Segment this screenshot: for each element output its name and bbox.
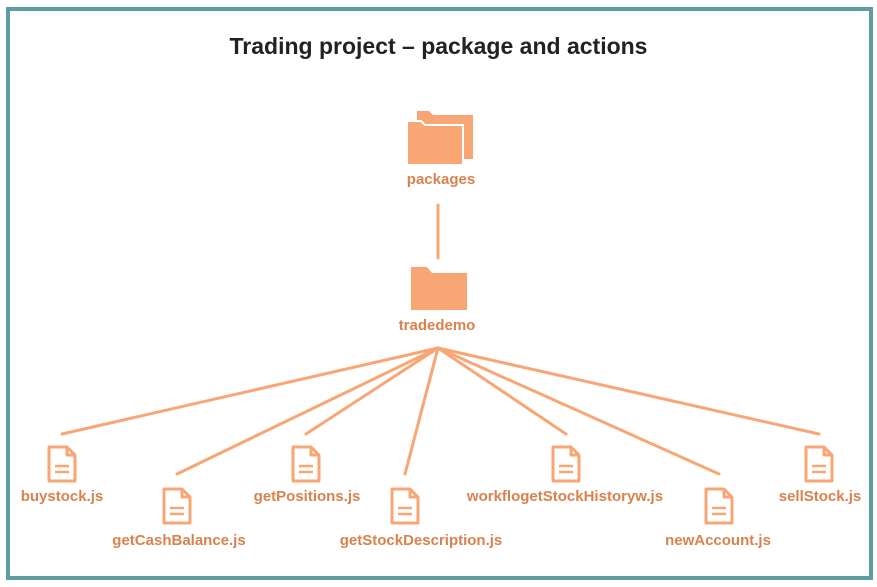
package-label: tradedemo bbox=[398, 317, 476, 334]
connector-buystock bbox=[60, 346, 440, 436]
file-icon bbox=[804, 445, 834, 483]
folder-icon bbox=[411, 267, 467, 310]
file-label: buystock.js bbox=[20, 488, 104, 505]
folders-icon bbox=[406, 111, 473, 165]
file-label: getPositions.js bbox=[253, 488, 361, 505]
file-icon bbox=[291, 445, 321, 483]
connector-workflow bbox=[436, 346, 568, 436]
file-icon bbox=[47, 445, 77, 483]
file-label: getCashBalance.js bbox=[112, 532, 246, 549]
connector-getstockdescription bbox=[403, 346, 440, 476]
file-icon bbox=[551, 445, 581, 483]
connector-sellstock bbox=[436, 346, 821, 436]
connector-getpositions bbox=[304, 346, 440, 436]
file-label: newAccount.js bbox=[665, 532, 771, 549]
root-label: packages bbox=[406, 171, 476, 188]
file-icon bbox=[390, 487, 420, 525]
connector-newaccount bbox=[436, 346, 721, 476]
file-label: workflogetStockHistoryw.js bbox=[466, 488, 664, 505]
connector-getcashbalance bbox=[175, 346, 440, 476]
file-label: getStockDescription.js bbox=[339, 532, 503, 549]
file-label: sellStock.js bbox=[778, 488, 862, 505]
diagram-title: Trading project – package and actions bbox=[229, 33, 648, 59]
file-icon bbox=[704, 487, 734, 525]
file-icon bbox=[162, 487, 192, 525]
